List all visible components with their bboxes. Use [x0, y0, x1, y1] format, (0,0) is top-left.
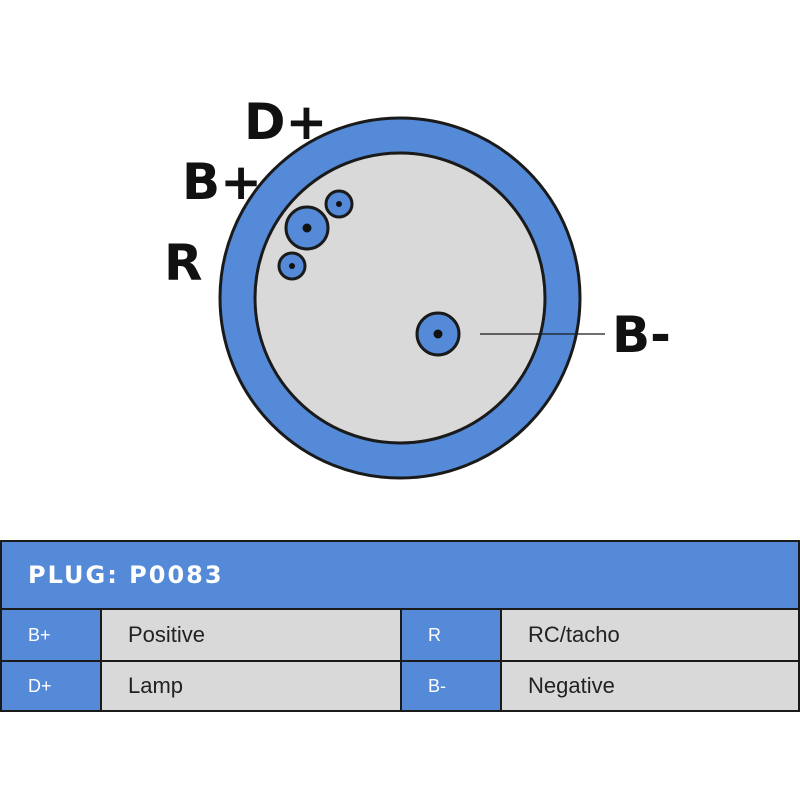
table-header: PLUG: P0083	[2, 542, 798, 610]
plug-pinout-table: PLUG: P0083 B+ Positive R RC/tacho D+ La…	[0, 540, 800, 712]
label-b-minus: B-	[612, 306, 671, 364]
label-r: R	[164, 234, 203, 292]
pin-r	[277, 251, 307, 281]
pin-description-cell: Lamp	[102, 662, 402, 710]
pin-description-cell: Positive	[102, 610, 402, 660]
pin-d-plus	[324, 189, 354, 219]
label-d-plus: D+	[244, 93, 327, 151]
pin-b-plus	[284, 205, 330, 251]
pin-description-cell: Negative	[502, 662, 798, 710]
pin-code-cell: B+	[2, 610, 102, 660]
pin-code-cell: B-	[402, 662, 502, 710]
pin-b-minus	[415, 311, 461, 357]
plug-diagram: D+ B+ R B-	[164, 93, 671, 480]
pin-description-cell: RC/tacho	[502, 610, 798, 660]
label-b-plus: B+	[182, 153, 262, 211]
pin-code-cell: D+	[2, 662, 102, 710]
plug-face	[253, 151, 547, 445]
plug-title: PLUG: P0083	[28, 561, 224, 589]
table-row: D+ Lamp B- Negative	[2, 660, 798, 710]
table-row: B+ Positive R RC/tacho	[2, 610, 798, 660]
pin-code-cell: R	[402, 610, 502, 660]
